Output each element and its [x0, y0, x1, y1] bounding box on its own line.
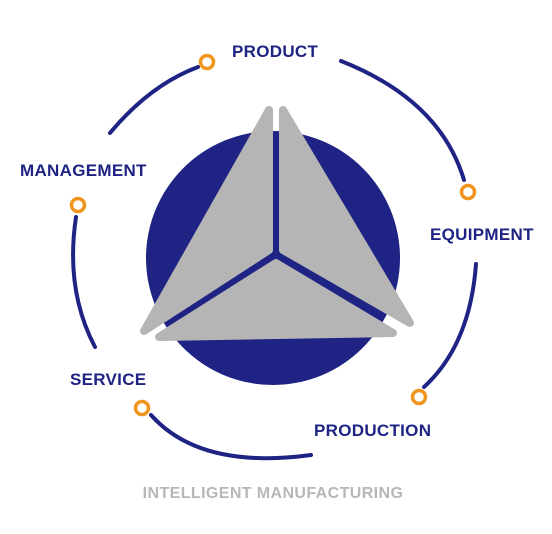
- ring-arc-management-product: [108, 65, 200, 135]
- ring-arc-equipment-production: [422, 262, 478, 389]
- ring-nodes: [69, 53, 477, 417]
- node-production-circle: [410, 388, 428, 406]
- label-management: MANAGEMENT: [20, 161, 147, 180]
- ring-arc-production-service: [149, 413, 313, 461]
- ring-arc-product-equipment: [339, 59, 466, 182]
- node-labels: PRODUCT EQUIPMENT PRODUCTION SERVICE MAN…: [20, 42, 534, 440]
- triangle-segment-left: [140, 106, 273, 335]
- label-service: SERVICE: [70, 370, 146, 389]
- triangle-segment-bottom: [155, 259, 397, 341]
- label-equipment: EQUIPMENT: [430, 225, 534, 244]
- node-service-circle: [133, 399, 151, 417]
- label-production: PRODUCTION: [314, 421, 431, 440]
- node-product-circle: [198, 53, 216, 71]
- node-management-circle: [69, 196, 87, 214]
- core-triangle: [140, 106, 414, 341]
- diagram-caption: INTELLIGENT MANUFACTURING: [143, 485, 404, 502]
- triangle-segment-right: [279, 106, 414, 327]
- node-equipment-circle: [459, 183, 477, 201]
- ring-arc-service-management: [71, 215, 97, 349]
- outer-ring: [71, 59, 478, 461]
- label-product: PRODUCT: [232, 42, 318, 61]
